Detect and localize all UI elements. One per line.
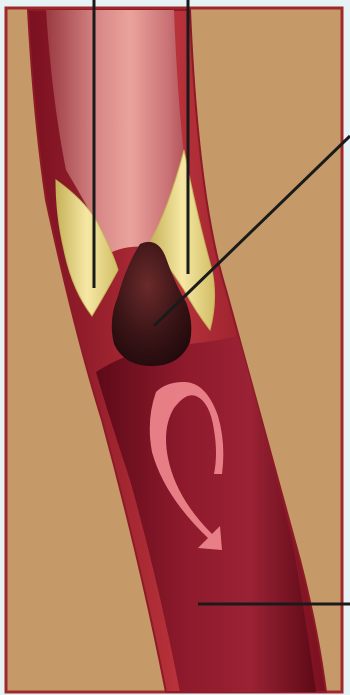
artery-diagram-svg: [0, 0, 350, 695]
artery-clot-illustration: [0, 0, 350, 695]
